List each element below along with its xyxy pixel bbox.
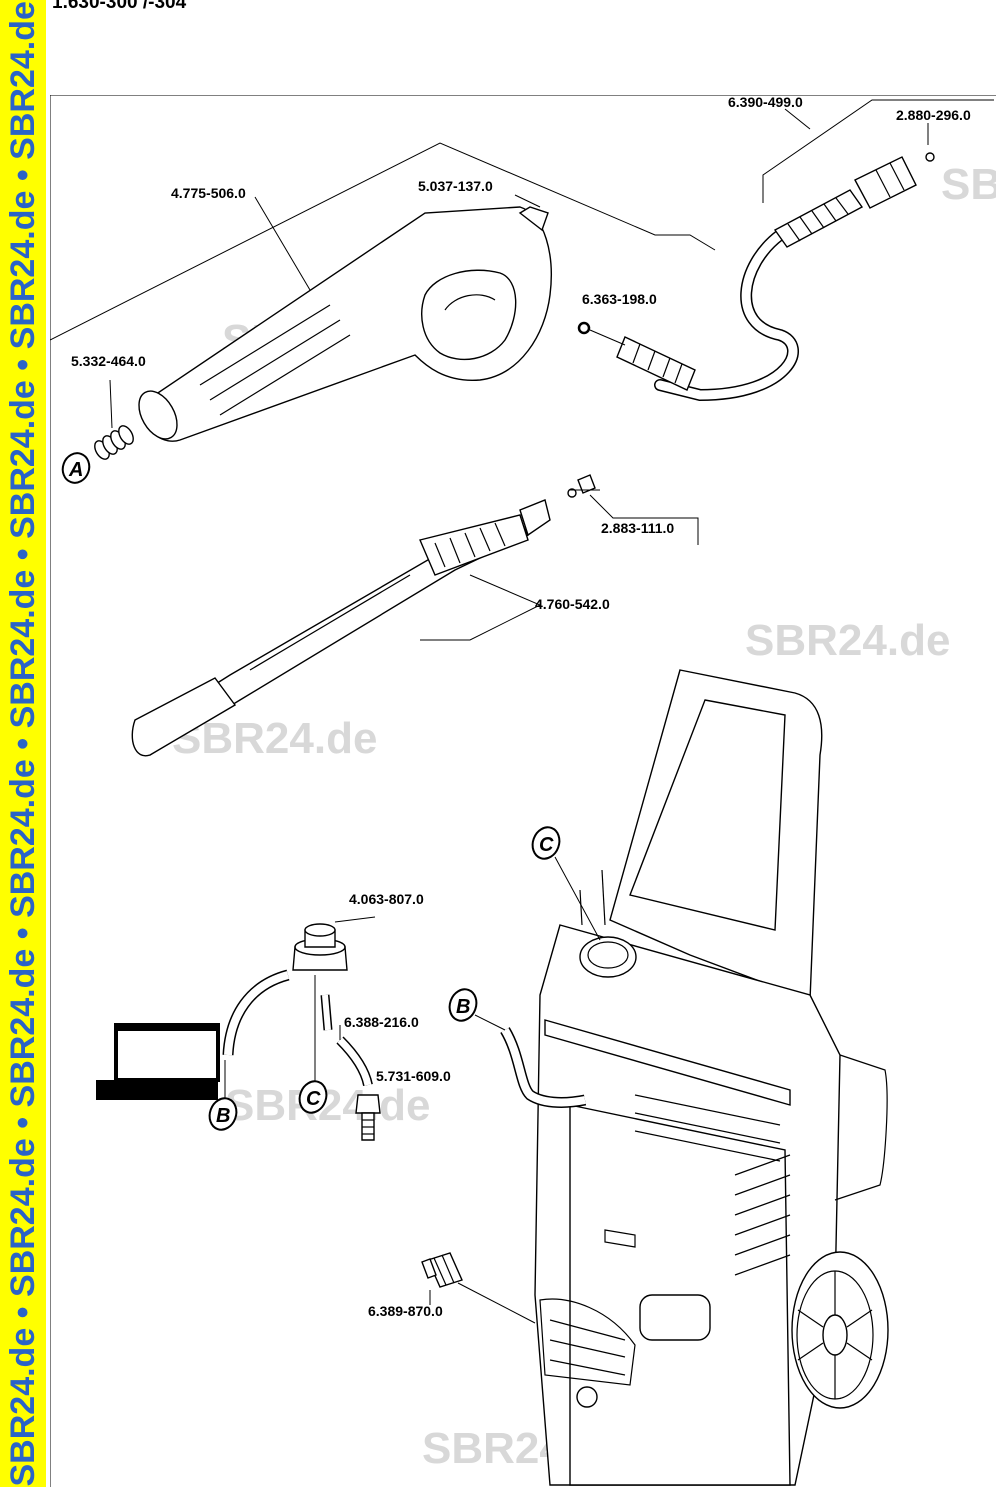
part-label-inlet-coupling: 6.389-870.0 — [368, 1303, 443, 1319]
marker-b-bottom: B — [208, 1097, 238, 1131]
leader-line — [254, 196, 311, 291]
svg-text:A: A — [68, 459, 83, 481]
trigger-gun — [138, 206, 552, 442]
watermark: SBR24.de — [225, 1081, 430, 1130]
nipple-part — [925, 152, 935, 162]
hose-end-fitting — [773, 156, 917, 248]
leader-line — [334, 916, 376, 923]
leader-line — [784, 108, 811, 130]
part-label-o-ring: 6.363-198.0 — [582, 291, 657, 307]
part-label-clip: 5.037-137.0 — [418, 178, 493, 194]
part-label-nozzle: 2.883-111.0 — [601, 520, 674, 536]
leader-line — [554, 856, 601, 941]
detergent-cap — [292, 923, 348, 971]
svg-text:B: B — [456, 996, 470, 1018]
spray-lance — [131, 499, 551, 757]
part-label-spring: 5.332-464.0 — [71, 353, 146, 369]
svg-text:C: C — [306, 1088, 321, 1110]
filter-part — [355, 1094, 381, 1141]
nozzle-part — [567, 474, 596, 498]
part-label-spray-lance: 4.760-542.0 — [535, 596, 610, 612]
side-watermark-text: SBR24.de • SBR24.de • SBR24.de • SBR24.d… — [4, 0, 42, 1487]
hose-coupling — [616, 336, 696, 391]
leader-line — [420, 574, 542, 641]
part-label-suction-hose: 6.388-216.0 — [344, 1014, 419, 1030]
part-label-nipple: 2.880-296.0 — [896, 107, 971, 123]
suction-hose — [222, 969, 373, 1087]
marker-c-bottom: C — [298, 1080, 328, 1114]
leader-line — [762, 99, 994, 203]
watermark: SBR24.de — [941, 160, 996, 209]
leader-line — [474, 1014, 506, 1031]
marker-c-top: C — [531, 826, 561, 860]
leader-line — [589, 494, 699, 545]
o-ring-part — [577, 321, 591, 335]
detergent-hose-b — [500, 1027, 587, 1108]
svg-text:B: B — [216, 1105, 230, 1127]
leader-line — [589, 329, 626, 346]
part-label-trigger-gun: 4.775-506.0 — [171, 185, 246, 201]
leader-line — [50, 142, 716, 341]
page-title: 1.630-300 /-304 — [52, 0, 187, 13]
side-strip: SBR24.de • SBR24.de • SBR24.de • SBR24.d… — [0, 0, 46, 1487]
wheel — [791, 1251, 889, 1409]
watermark: SBR24.de — [745, 616, 950, 665]
spring-part — [94, 425, 134, 460]
leader-line — [109, 379, 113, 429]
leader-line — [457, 1282, 536, 1324]
marker-a: A — [61, 452, 91, 484]
pressure-washer-body — [534, 669, 888, 1486]
part-label-detergent-cap: 4.063-807.0 — [349, 891, 424, 907]
part-label-hose: 6.390-499.0 — [728, 95, 803, 110]
exploded-parts-diagram: SBR24.de SBR24.de SBR24.de SBR24.de SBR2… — [50, 95, 996, 1487]
step-marker — [96, 1023, 220, 1100]
leader-line — [514, 194, 541, 208]
inlet-coupling — [421, 1252, 463, 1288]
part-label-filter: 5.731-609.0 — [376, 1068, 451, 1084]
svg-text:C: C — [539, 834, 554, 856]
marker-b-top: B — [448, 988, 478, 1022]
